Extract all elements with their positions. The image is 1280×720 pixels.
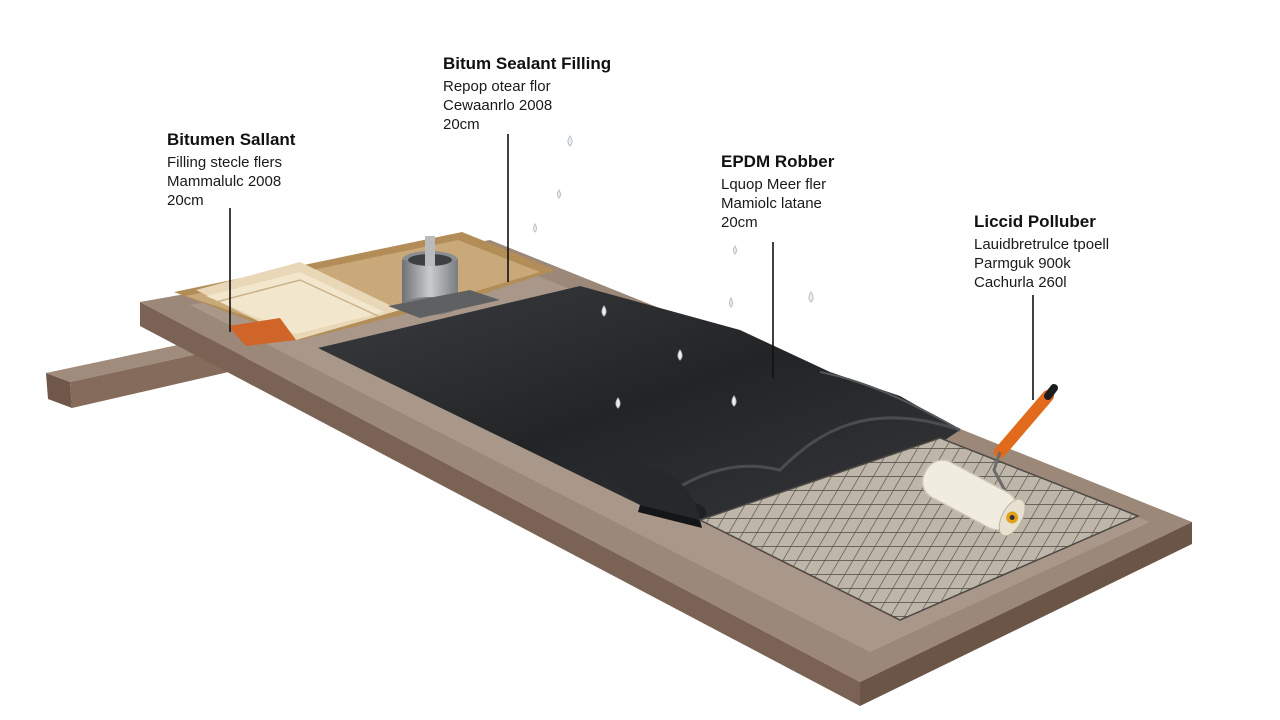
paint-roller-icon	[921, 384, 1058, 537]
water-drop-icon	[615, 397, 621, 409]
callout-title: Bitum Sealant Filling	[443, 54, 612, 73]
water-drops	[533, 135, 814, 409]
callout-line: Lquop Meer fler	[721, 176, 827, 193]
water-drop-icon	[731, 395, 737, 407]
callout-line: Parmguk 900k	[974, 255, 1071, 272]
callout-line: Lauidbretrulce tpoell	[974, 236, 1110, 253]
callout-title: Bitumen Sallant	[167, 130, 296, 149]
callout-leaders	[229, 134, 1034, 400]
epdm-membrane	[318, 286, 961, 528]
insulation-board	[196, 262, 400, 346]
callout-liquid-polymer: Liccid Polluber Lauidbretrulce tpoell Pa…	[974, 212, 1109, 292]
callout-line: Cewaanrlo 2008	[443, 97, 553, 114]
water-drop-icon	[729, 296, 733, 308]
callout-line: Filling stecle flers	[167, 154, 283, 171]
water-drop-icon	[567, 135, 573, 147]
callout-title: Liccid Polluber	[974, 212, 1096, 231]
callout-line: Mammalulc 2008	[167, 173, 282, 190]
callout-line: Repop otear flor	[443, 78, 551, 95]
callout-epdm-rubber: EPDM Robber Lquop Meer fler Mamiolc lata…	[721, 152, 834, 232]
water-drop-icon	[557, 189, 561, 199]
callout-bitumen-sealant: Bitumen Sallant Filling stecle flers Mam…	[167, 130, 295, 210]
callout-line: 20cm	[721, 214, 758, 231]
drain-pipe-icon	[388, 236, 500, 318]
water-drop-icon	[677, 349, 683, 361]
callout-bitum-sealant-filling: Bitum Sealant Filling Repop otear flor C…	[443, 54, 611, 134]
callout-title: EPDM Robber	[721, 152, 835, 171]
water-drop-icon	[808, 291, 814, 303]
water-drop-icon	[733, 245, 737, 255]
callout-line: Mamiolc latane	[721, 195, 822, 212]
reinforcement-mesh	[698, 437, 1140, 621]
callout-line: 20cm	[443, 116, 480, 133]
water-drop-icon	[601, 305, 607, 317]
callout-line: 20cm	[167, 192, 204, 209]
callout-line: Cachurla 260l	[974, 274, 1067, 291]
water-drop-icon	[533, 223, 537, 233]
